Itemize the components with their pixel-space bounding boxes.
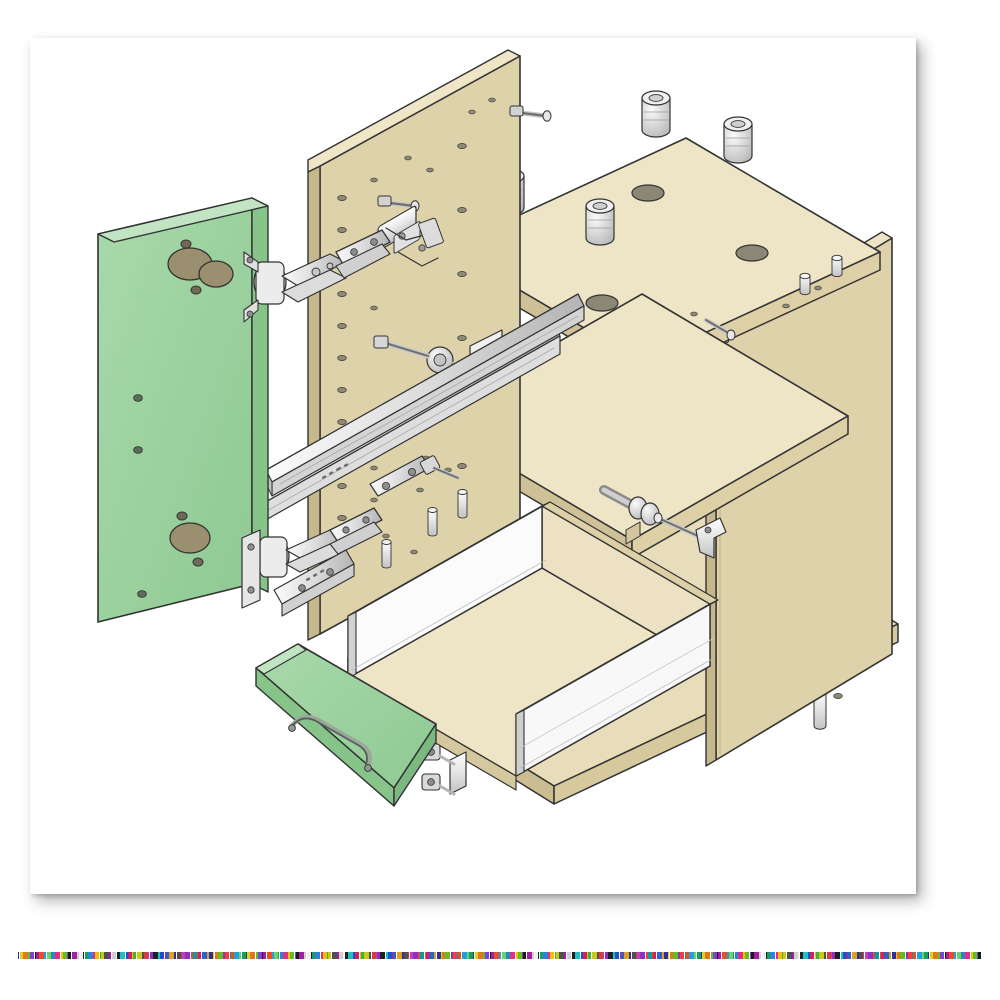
cam-lock-2 bbox=[723, 116, 753, 164]
part-drawer-front bbox=[255, 643, 437, 807]
part-drawer-runner-lower bbox=[265, 293, 585, 497]
hinge-lower bbox=[241, 507, 383, 609]
runner-connector-left-lower bbox=[273, 549, 355, 617]
cam-bolt-left-top bbox=[509, 105, 552, 122]
hinge-upper bbox=[243, 229, 391, 323]
shelf-support-pins bbox=[381, 489, 468, 569]
paper-sheet bbox=[30, 38, 916, 894]
runner-hardware-right bbox=[599, 485, 727, 559]
cam-lock-4 bbox=[585, 198, 615, 246]
color-calibration-strip bbox=[18, 952, 982, 959]
hinge-cup-lower bbox=[169, 511, 211, 567]
runner-bracket-lower bbox=[369, 455, 460, 497]
hinge-cup-upper bbox=[167, 239, 234, 295]
part-drawer-box bbox=[347, 501, 719, 791]
cam-lock-1 bbox=[641, 90, 671, 138]
part-left-side-panel bbox=[307, 49, 552, 641]
drawer-handle bbox=[288, 714, 372, 772]
exploded-assembly-drawing bbox=[97, 49, 899, 807]
